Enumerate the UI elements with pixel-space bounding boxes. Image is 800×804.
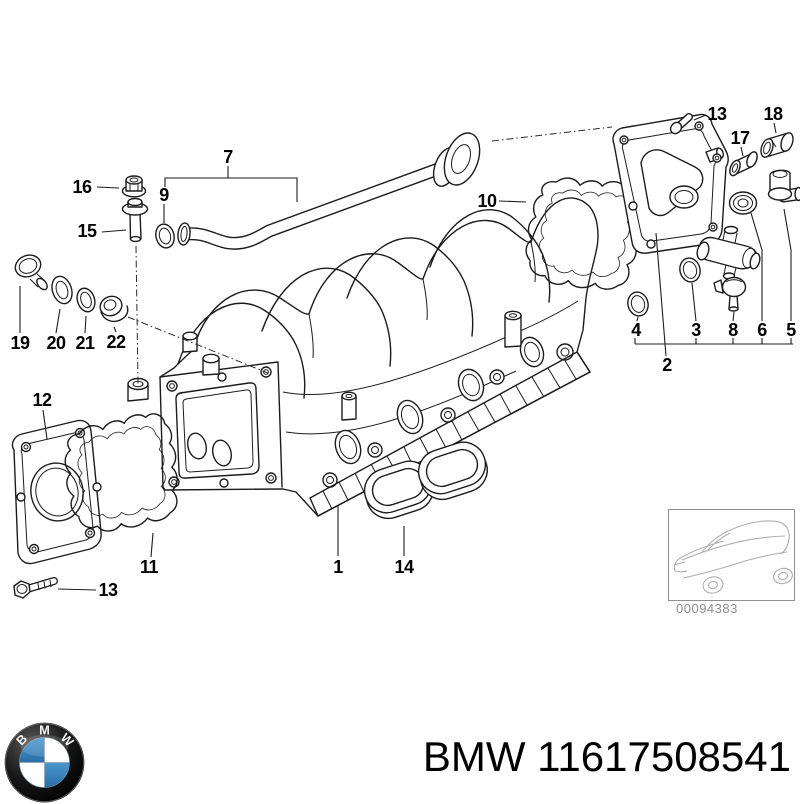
part-callout-2: 2 <box>662 356 672 374</box>
part-callout-13: 13 <box>707 105 726 123</box>
part-callout-11: 11 <box>140 558 158 576</box>
part-callout-17: 17 <box>730 129 749 147</box>
part-callout-15: 15 <box>77 222 96 240</box>
part-callout-16: 16 <box>72 178 91 196</box>
part-callout-20: 20 <box>46 334 65 352</box>
part-callout-10: 10 <box>477 192 496 210</box>
part-callout-19: 19 <box>10 334 29 352</box>
part-callout-9: 9 <box>159 186 169 204</box>
part-callout-14: 14 <box>394 558 413 576</box>
part-callout-12: 12 <box>32 391 51 409</box>
part-callout-13: 13 <box>98 581 117 599</box>
part-callout-6: 6 <box>757 321 767 339</box>
part-callout-7: 7 <box>223 148 233 166</box>
part-callout-8: 8 <box>728 321 738 339</box>
part-callout-1: 1 <box>333 558 343 576</box>
diagram-code-label: 00094383 <box>676 601 738 616</box>
part-number-text: BMW 11617508541 <box>423 736 791 778</box>
part-callout-5: 5 <box>786 321 796 339</box>
part-callout-3: 3 <box>691 321 701 339</box>
part-callout-21: 21 <box>75 334 94 352</box>
logo-letter-m: M <box>39 723 50 738</box>
part-callout-4: 4 <box>631 321 641 339</box>
bmw-logo: B M W <box>3 721 86 804</box>
part-callout-22: 22 <box>106 333 125 351</box>
part-callout-18: 18 <box>763 105 782 123</box>
